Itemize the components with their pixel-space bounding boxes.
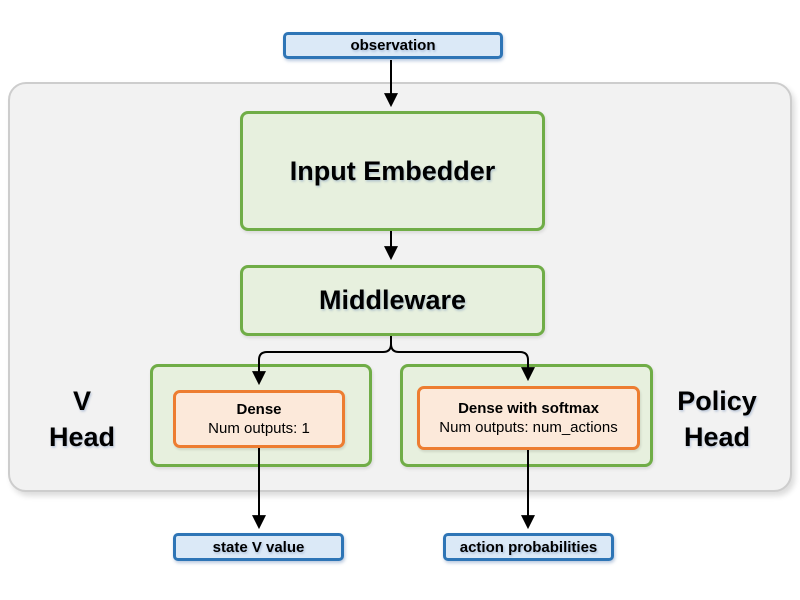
policy-dense-title: Dense with softmax <box>458 399 599 417</box>
node-middleware: Middleware <box>240 265 545 336</box>
node-action-probabilities: action probabilities <box>443 533 614 561</box>
node-policy-head-dense: Dense with softmax Num outputs: num_acti… <box>417 386 640 450</box>
observation-label: observation <box>350 37 436 54</box>
v-dense-outputs: Num outputs: 1 <box>208 420 310 437</box>
policy-head-label: Policy Head <box>657 384 777 455</box>
policy-dense-outputs: Num outputs: num_actions <box>439 419 618 436</box>
policy-head-label-line2: Head <box>683 421 751 452</box>
node-observation: observation <box>283 32 503 59</box>
v-head-label-line1: V <box>72 386 91 416</box>
middleware-label: Middleware <box>318 285 467 315</box>
node-state-v-value: state V value <box>173 533 344 561</box>
node-v-head-dense: Dense Num outputs: 1 <box>173 390 345 448</box>
input-embedder-label: Input Embedder <box>289 155 496 186</box>
v-head-label: V Head <box>32 384 132 455</box>
node-input-embedder: Input Embedder <box>240 111 545 231</box>
action-probabilities-label: action probabilities <box>459 538 598 556</box>
policy-head-label-line1: Policy <box>677 386 757 416</box>
state-v-value-label: state V value <box>212 538 305 556</box>
v-head-label-line2: Head <box>48 421 116 452</box>
v-dense-title: Dense <box>236 400 282 418</box>
